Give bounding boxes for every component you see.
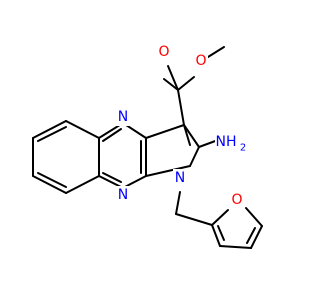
- atom-oxygen-ester: O: [194, 52, 208, 70]
- atom-label: N: [175, 170, 185, 186]
- bond: [145, 124, 185, 139]
- atom-label: NH: [216, 134, 237, 150]
- bond: [32, 175, 67, 194]
- atom-subscript: 2: [240, 143, 246, 154]
- bond: [189, 146, 200, 167]
- atom-oxygen-carbonyl: O: [157, 43, 171, 61]
- bond: [177, 76, 195, 91]
- atom-label: N: [118, 109, 128, 125]
- bond: [37, 126, 67, 142]
- atom-label: O: [231, 192, 242, 208]
- molecule-drawing: O O NH 2 N N N: [32, 43, 263, 249]
- bond: [207, 46, 225, 58]
- bond: [37, 172, 67, 188]
- bond: [65, 175, 100, 194]
- bond: [246, 227, 256, 244]
- bond: [198, 139, 219, 148]
- atom-labels: O O NH 2 N N N: [116, 43, 246, 209]
- bond: [32, 120, 67, 139]
- bond: [145, 165, 191, 177]
- bond: [177, 89, 185, 126]
- bond: [250, 225, 263, 249]
- bond: [102, 128, 122, 142]
- atom-nitrogen-pyrrole: N: [173, 169, 187, 187]
- bond: [183, 124, 200, 148]
- bond: [217, 225, 225, 241]
- atom-nitrogen-top: N: [116, 108, 130, 126]
- bond: [183, 124, 191, 146]
- molecule-structure: O O NH 2 N N N: [32, 43, 263, 249]
- atom-label: N: [118, 187, 128, 203]
- bond: [102, 172, 122, 183]
- bond: [65, 120, 100, 139]
- atom-nitrogen-bottom: N: [116, 186, 130, 204]
- bond: [167, 65, 179, 91]
- atom-label: O: [158, 44, 169, 60]
- atom-oxygen-furan: O: [230, 191, 244, 209]
- atom-label: O: [195, 53, 206, 69]
- bond: [245, 207, 263, 227]
- atom-amino-group: NH 2: [215, 133, 246, 154]
- bond: [175, 213, 213, 226]
- bond: [219, 245, 252, 249]
- bond: [211, 209, 229, 226]
- bond: [163, 78, 179, 91]
- bond: [211, 224, 221, 247]
- bond: [175, 191, 181, 215]
